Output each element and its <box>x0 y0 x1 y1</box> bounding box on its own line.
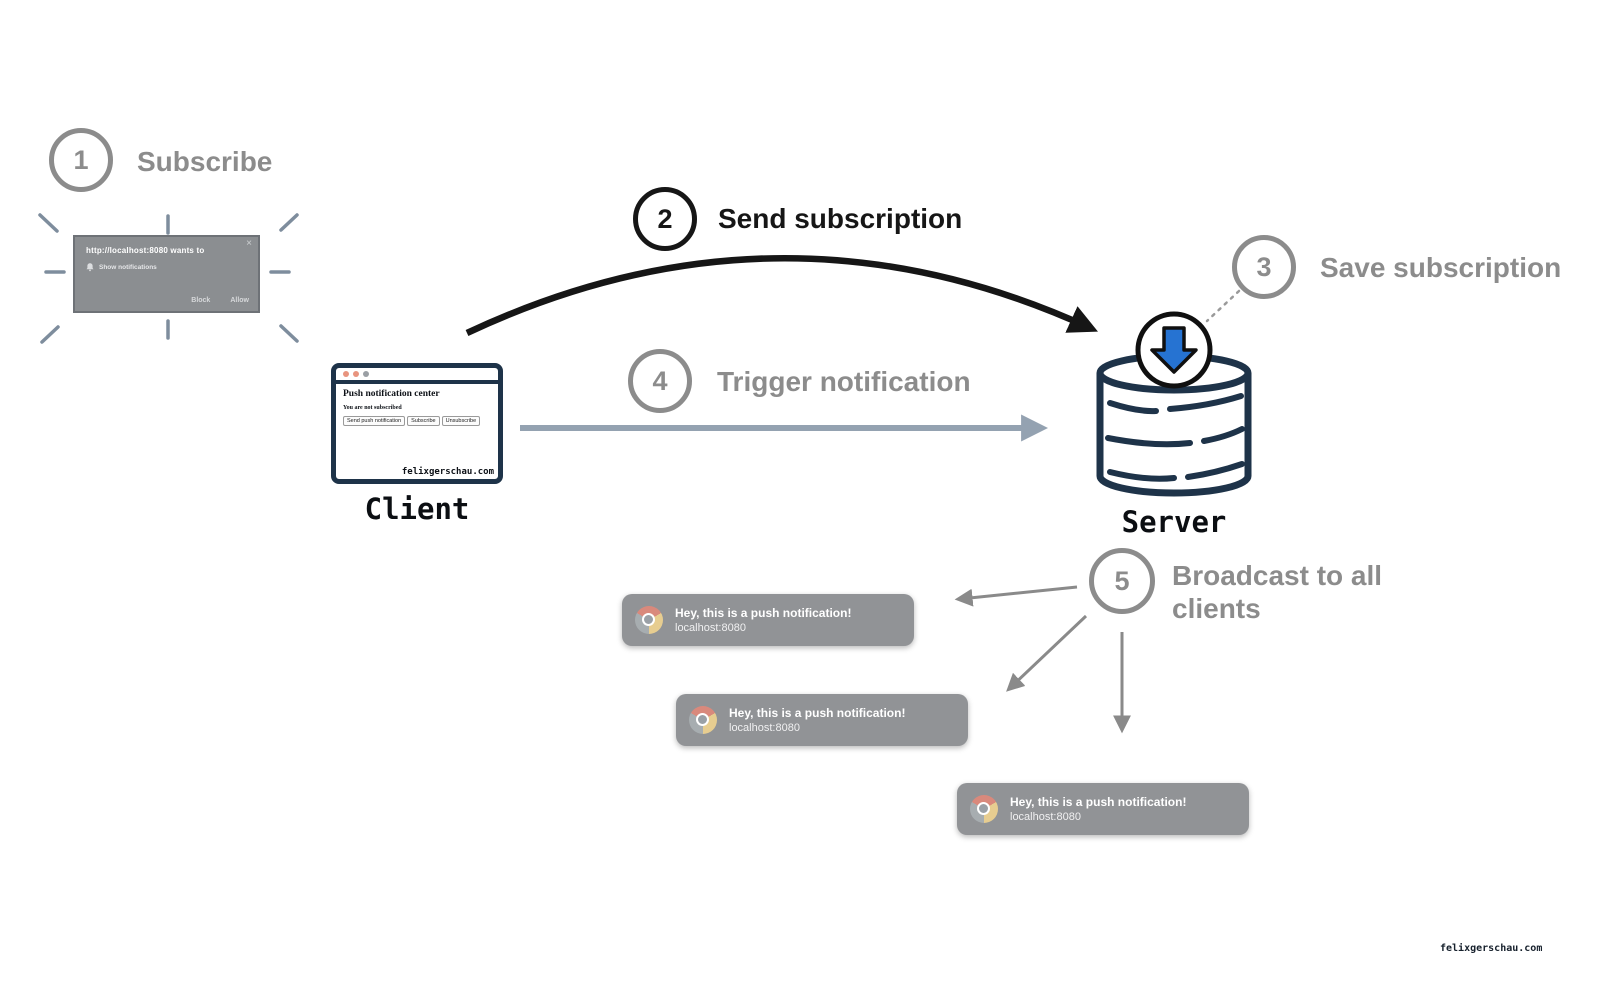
toast-source: localhost:8080 <box>1010 811 1081 823</box>
client-label: Client <box>364 492 470 526</box>
step-4-label: Trigger notification <box>717 366 971 397</box>
broadcast-arrow-1 <box>954 585 1078 607</box>
step-5-label: Broadcast to all clients <box>1172 560 1383 624</box>
chrome-icon <box>635 606 663 634</box>
bell-icon <box>86 263 94 272</box>
step-number: 4 <box>652 365 668 396</box>
client-watermark: felixgerschau.com <box>401 467 494 477</box>
step-1-badge: 1 <box>49 128 113 192</box>
step-2-label: Send subscription <box>718 203 963 234</box>
step-3-badge: 3 <box>1232 235 1296 299</box>
subscribe-button[interactable]: Subscribe <box>407 416 440 426</box>
client-page-title: Push notification center <box>343 389 440 399</box>
permission-text: Show notifications <box>99 264 157 271</box>
download-arrow-icon <box>1135 311 1213 389</box>
push-notification-toast[interactable]: Hey, this is a push notification! localh… <box>622 594 914 646</box>
subscription-status-text: You are not subscribed <box>343 405 402 411</box>
database-icon <box>1096 311 1252 497</box>
block-button[interactable]: Block <box>191 297 211 304</box>
server-label: Server <box>1121 505 1227 539</box>
chrome-icon <box>970 795 998 823</box>
step-2-badge: 2 <box>633 187 697 251</box>
step-number: 2 <box>657 203 673 234</box>
toast-source: localhost:8080 <box>675 622 746 634</box>
allow-button[interactable]: Allow <box>230 297 249 304</box>
toast-source: localhost:8080 <box>729 722 800 734</box>
send-push-notification-button[interactable]: Send push notification <box>343 416 406 426</box>
step-number: 3 <box>1256 251 1272 282</box>
send-subscription-arrow <box>465 255 1098 336</box>
footer-credit: felixgerschau.com <box>1440 943 1543 954</box>
client-browser-window: Push notification center You are not sub… <box>331 363 503 484</box>
window-control-dot <box>343 371 349 377</box>
toast-title: Hey, this is a push notification! <box>1010 795 1187 809</box>
push-notification-toast[interactable]: Hey, this is a push notification! localh… <box>957 783 1249 835</box>
broadcast-arrow-2 <box>1006 614 1088 692</box>
permission-dialog-title: http://localhost:8080 wants to <box>86 246 205 255</box>
step-number: 5 <box>1114 565 1130 596</box>
toast-title: Hey, this is a push notification! <box>729 706 906 720</box>
unsubscribe-button[interactable]: Unsubscribe <box>441 416 481 426</box>
push-notification-toast[interactable]: Hey, this is a push notification! localh… <box>676 694 968 746</box>
step-number: 1 <box>73 144 89 175</box>
notification-permission-dialog: http://localhost:8080 wants to × Show no… <box>73 235 260 313</box>
toast-title: Hey, this is a push notification! <box>675 606 852 620</box>
step-1-label: Subscribe <box>137 146 273 177</box>
window-controls <box>336 368 498 384</box>
close-icon[interactable]: × <box>246 238 252 249</box>
step-5-badge: 5 <box>1089 548 1155 614</box>
step-3-label: Save subscription <box>1320 252 1562 283</box>
chrome-icon <box>689 706 717 734</box>
step-4-badge: 4 <box>628 349 692 413</box>
window-control-dot <box>353 371 359 377</box>
window-control-dot <box>363 371 369 377</box>
